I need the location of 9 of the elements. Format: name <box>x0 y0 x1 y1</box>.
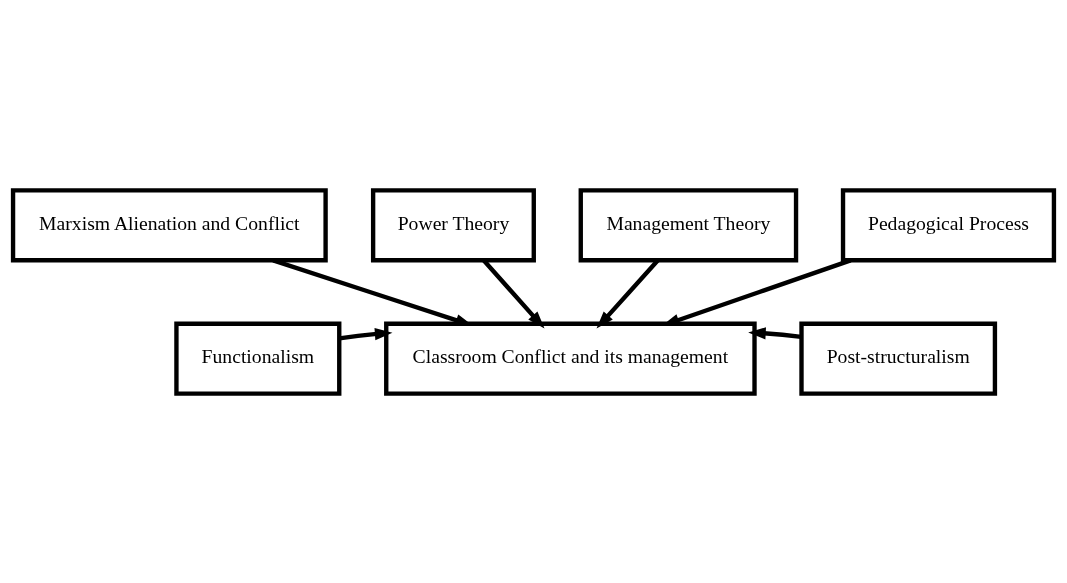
node-box: Classroom Conflict and its management <box>384 321 757 396</box>
node-box: Pedagogical Process <box>840 187 1057 262</box>
node-box: Power Theory <box>370 187 536 262</box>
arrow <box>339 327 393 341</box>
arrow <box>748 326 802 339</box>
node-box: Marxism Alienation and Conflict <box>10 187 328 262</box>
node-box: Management Theory <box>578 187 799 262</box>
node-box: Post-structuralism <box>799 321 998 396</box>
node-box: Functionalism <box>174 321 342 396</box>
